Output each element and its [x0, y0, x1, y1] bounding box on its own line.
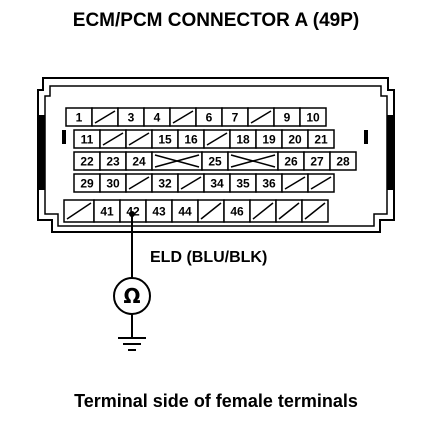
terminal-number: 6 [206, 111, 213, 125]
unused-terminal-mark [252, 202, 274, 220]
terminal-number: 36 [262, 177, 276, 191]
terminal-number: 29 [80, 177, 94, 191]
terminal-number: 28 [336, 155, 350, 169]
right-key [364, 130, 368, 144]
terminal-number: 24 [132, 155, 146, 169]
unused-terminal-mark [304, 202, 326, 220]
terminal-number: 3 [128, 111, 135, 125]
terminal-cell [299, 107, 327, 127]
unused-terminal-mark [250, 110, 272, 124]
left-latch [38, 115, 45, 190]
terminal-number: 21 [314, 133, 328, 147]
ground-icon [118, 337, 146, 351]
terminal-number: 27 [310, 155, 324, 169]
unused-terminal-mark [172, 110, 194, 124]
terminal-cell [307, 129, 335, 149]
terminal-number: 32 [158, 177, 172, 191]
unused-terminal-mark [94, 110, 116, 124]
terminal-number: 22 [80, 155, 94, 169]
connector-title: ECM/PCM CONNECTOR A (49P) [72, 10, 360, 31]
terminal-number: 11 [81, 133, 94, 147]
unused-terminal-mark [128, 176, 150, 190]
unused-terminal-mark [284, 176, 306, 190]
terminal-number: 25 [208, 155, 222, 169]
unused-terminal-mark [102, 132, 124, 146]
unused-terminal-mark [206, 132, 228, 146]
terminal-number: 23 [106, 155, 120, 169]
connector-inner-shell [44, 85, 388, 227]
terminal-number: 43 [152, 205, 166, 219]
right-latch [387, 115, 394, 190]
terminal-number: 46 [230, 205, 244, 219]
terminal-number: 10 [306, 111, 320, 125]
terminal-number: 1 [76, 111, 83, 125]
unused-terminal-mark [278, 202, 300, 220]
terminal-number: 30 [106, 177, 120, 191]
ohmmeter-symbol: Ω [123, 284, 140, 308]
probe-contact [129, 211, 135, 217]
unused-terminal-mark [180, 176, 202, 190]
terminal-number: 26 [284, 155, 298, 169]
terminal-number: 7 [232, 111, 239, 125]
unused-terminal-cross [230, 154, 276, 168]
terminal-number: 18 [236, 133, 250, 147]
connector-outer-shell [37, 77, 395, 233]
terminal-number: 9 [284, 111, 291, 125]
terminal-number: 34 [210, 177, 224, 191]
terminal-number: 19 [262, 133, 276, 147]
unused-terminal-mark [200, 202, 222, 220]
terminal-number: 20 [288, 133, 302, 147]
diagram-caption: Terminal side of female terminals [74, 391, 358, 411]
terminal-number: 35 [236, 177, 250, 191]
terminal-cell [329, 151, 357, 171]
unused-terminal-mark [128, 132, 150, 146]
left-key [62, 130, 66, 144]
unused-terminal-mark [310, 176, 332, 190]
terminal-number: 4 [154, 111, 161, 125]
terminal-number: 16 [184, 133, 198, 147]
unused-terminal-mark [66, 202, 92, 220]
unused-terminal-cross [154, 154, 200, 168]
probe-callout: ELD (BLU/BLK) [150, 249, 267, 266]
terminal-number: 41 [100, 205, 114, 219]
terminal-number: 15 [158, 133, 172, 147]
terminal-number: 44 [178, 205, 192, 219]
